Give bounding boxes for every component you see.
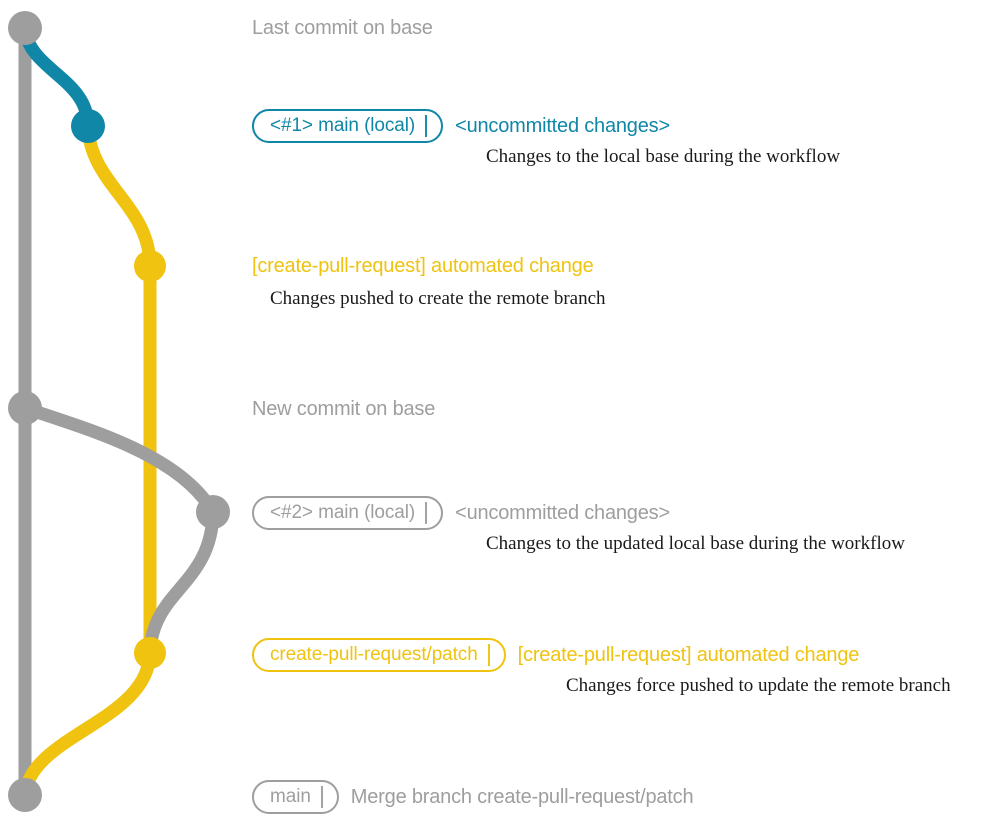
local-to-remote-line	[143, 505, 220, 660]
local-branch-line-2	[18, 401, 220, 519]
commit-node-remote-commit-2[interactable]	[134, 637, 166, 669]
commit-note-local-change-1: Changes to the local base during the wor…	[486, 146, 841, 167]
commit-subject-new-commit-on-base: New commit on base	[252, 397, 436, 420]
commit-subject-automated-change-2: [create-pull-request] automated change	[517, 643, 860, 666]
commit-node-local-commit-2[interactable]	[196, 495, 230, 529]
commit-node-local-commit-1[interactable]	[71, 109, 105, 143]
ref-badge-label: create-pull-request/patch	[270, 644, 478, 665]
commit-subject-automated-change-1: [create-pull-request] automated change	[252, 254, 594, 277]
commit-note-automated-change-2: Changes force pushed to update the remot…	[566, 675, 951, 696]
ref-badge-main-local-1[interactable]: <#1> main (local)	[252, 109, 444, 143]
commit-node-remote-commit-1[interactable]	[134, 250, 166, 282]
commit-subject-local-change-1: <uncommitted changes>	[455, 114, 670, 137]
commit-subject-last-commit-on-base: Last commit on base	[252, 16, 433, 39]
commit-note-automated-change-1: Changes pushed to create the remote bran…	[270, 288, 606, 309]
commit-node-merge[interactable]	[8, 778, 42, 812]
commit-node-base-head[interactable]	[8, 11, 42, 45]
commit-subject-merge-commit: Merge branch create-pull-request/patch	[350, 785, 694, 808]
commit-note-local-change-2: Changes to the updated local base during…	[486, 533, 905, 554]
ref-badge-main-local-2[interactable]: <#2> main (local)	[252, 496, 444, 530]
remote-merge-line	[18, 646, 157, 802]
ref-badge-main[interactable]: main	[252, 780, 339, 814]
ref-badge-create-pull-request-patch[interactable]: create-pull-request/patch	[252, 638, 506, 672]
ref-badge-label: <#2> main (local)	[270, 502, 416, 523]
ref-badge-label: main	[270, 786, 311, 807]
commit-node-base-new[interactable]	[8, 391, 42, 425]
ref-badge-label: <#1> main (local)	[270, 115, 416, 136]
commit-subject-local-change-2: <uncommitted changes>	[455, 501, 670, 524]
